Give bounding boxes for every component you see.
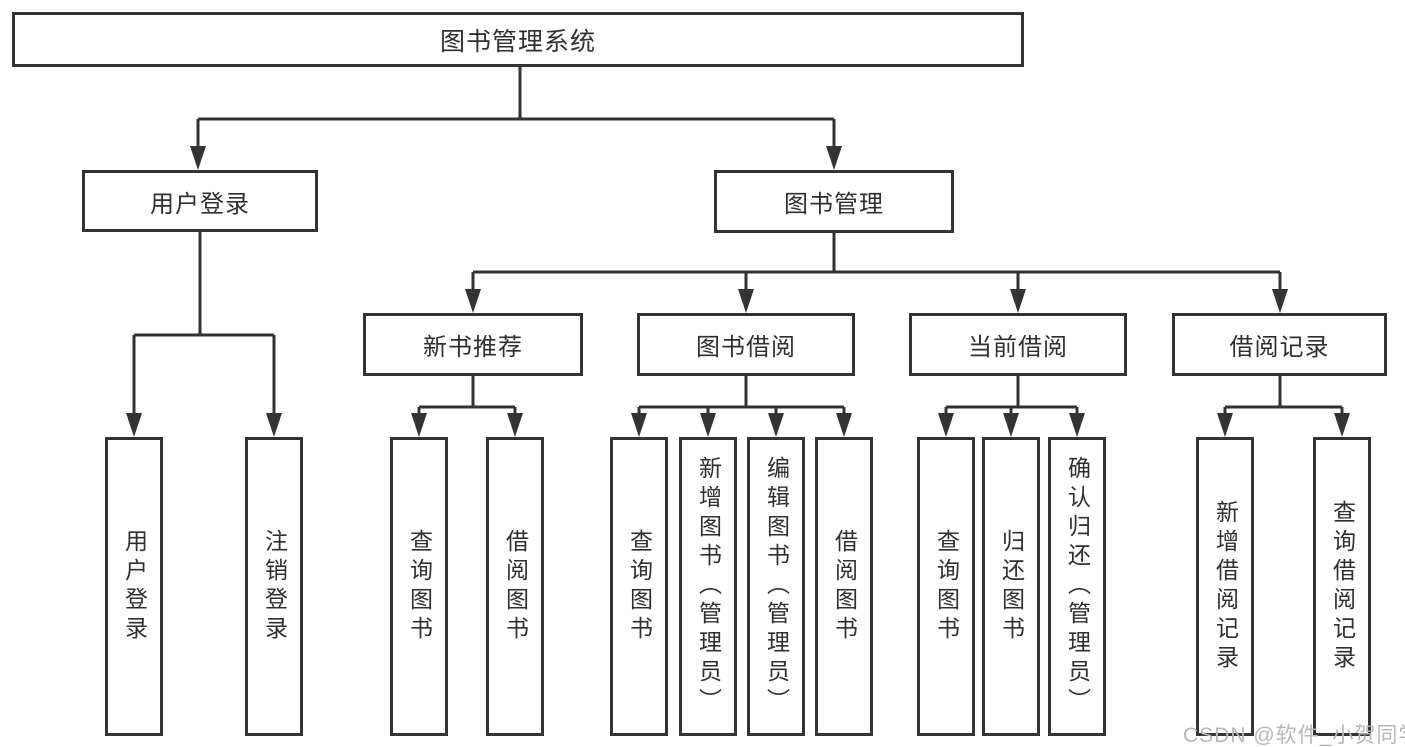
- node-label: 查询图书: [626, 528, 653, 645]
- leaf-logout: 注销登录: [245, 437, 303, 736]
- node-label: 确认归还（管理员）: [1064, 456, 1091, 717]
- leaf-add-books-admin: 新增图书（管理员）: [679, 437, 737, 736]
- node-label: 新增借阅记录: [1212, 499, 1239, 674]
- leaf-user-login: 用户登录: [105, 437, 163, 736]
- leaf-add-borrow-record: 新增借阅记录: [1196, 437, 1254, 736]
- leaf-query-books-2: 查询图书: [610, 437, 668, 736]
- leaf-edit-books-admin: 编辑图书（管理员）: [747, 437, 805, 736]
- node-user-login-branch: 用户登录: [82, 170, 318, 232]
- leaf-query-books-3: 查询图书: [917, 437, 975, 736]
- node-label: 归还图书: [998, 528, 1025, 645]
- node-book-management-branch: 图书管理: [714, 170, 954, 233]
- leaf-borrow-books-1: 借阅图书: [486, 437, 544, 736]
- node-label: 注销登录: [261, 528, 288, 645]
- leaf-query-books-1: 查询图书: [390, 437, 448, 736]
- node-new-book-recommendation: 新书推荐: [363, 313, 583, 376]
- node-library-management-system: 图书管理系统: [12, 12, 1024, 67]
- node-label: 借阅图书: [502, 528, 529, 645]
- node-label: 查询图书: [933, 528, 960, 645]
- leaf-confirm-return-admin: 确认归还（管理员）: [1048, 437, 1106, 736]
- node-label: 图书借阅: [696, 334, 796, 361]
- node-label: 借阅记录: [1229, 334, 1330, 361]
- node-label: 新书推荐: [423, 334, 523, 361]
- leaf-query-borrow-record: 查询借阅记录: [1313, 437, 1371, 736]
- node-label: 用户登录: [121, 528, 148, 645]
- node-borrowing-records: 借阅记录: [1172, 313, 1387, 376]
- csdn-watermark: CSDN @软件_小贺同学: [1183, 724, 1405, 747]
- node-label: 用户登录: [150, 190, 250, 218]
- node-label: 查询图书: [406, 528, 433, 645]
- node-label: 图书管理: [784, 191, 884, 218]
- node-label: 借阅图书: [831, 528, 858, 645]
- node-label: 图书管理系统: [439, 27, 596, 56]
- node-label: 查询借阅记录: [1329, 499, 1356, 674]
- node-label: 当前借阅: [968, 334, 1068, 361]
- node-book-borrowing: 图书借阅: [637, 313, 855, 376]
- leaf-return-books: 归还图书: [982, 437, 1040, 736]
- node-label: 新增图书（管理员）: [695, 456, 722, 717]
- node-label: 编辑图书（管理员）: [763, 456, 790, 717]
- node-current-borrowing: 当前借阅: [909, 313, 1127, 376]
- leaf-borrow-books-2: 借阅图书: [815, 437, 873, 736]
